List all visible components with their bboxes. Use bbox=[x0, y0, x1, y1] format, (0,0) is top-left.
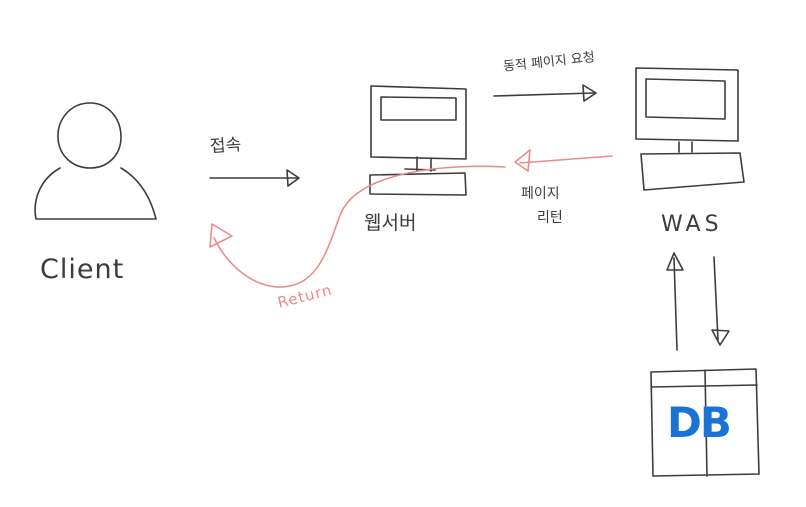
computer-icon bbox=[635, 67, 745, 191]
db-label: DB bbox=[667, 398, 732, 447]
connect-arrow bbox=[209, 169, 300, 187]
page-return-label: 리턴 bbox=[537, 210, 563, 226]
return-path bbox=[209, 149, 613, 288]
was-to-db-arrow bbox=[711, 256, 730, 346]
connect-label: 접속 bbox=[209, 134, 242, 158]
web-server-label: 웹서버 bbox=[364, 212, 417, 234]
person-icon bbox=[34, 102, 157, 220]
db-to-was-arrow bbox=[666, 252, 684, 351]
was-label: WAS bbox=[661, 212, 723, 237]
client-label: Client bbox=[40, 254, 125, 285]
computer-icon bbox=[369, 85, 467, 196]
page-label: 페이지 bbox=[521, 186, 560, 202]
database-table-icon bbox=[650, 368, 760, 477]
request-arrow bbox=[493, 84, 597, 102]
